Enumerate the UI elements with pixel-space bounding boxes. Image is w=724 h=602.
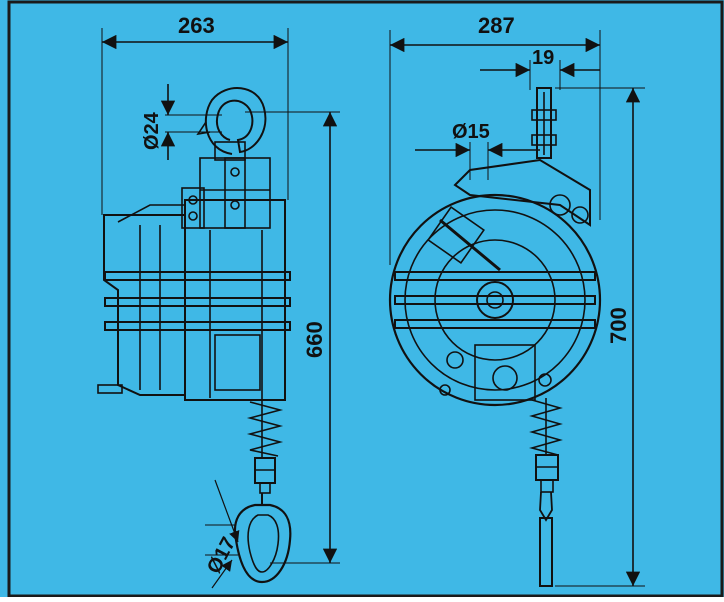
hook-dimension [160,84,222,160]
hole-diameter-label: Ø15 [452,121,490,143]
hook [196,87,267,161]
height-dimension-660 [245,111,340,564]
balancer-body [97,199,291,401]
side-width-label: 263 [178,13,215,38]
side-view [97,28,340,589]
hole-dimension [415,142,540,180]
side-height-label: 660 [302,321,327,358]
front-height-label: 700 [606,307,631,344]
height-dimension-700 [555,87,645,587]
width-dimension-263 [101,28,289,215]
width-dimension-287 [389,30,601,265]
front-view [388,30,645,587]
upper-bracket [181,157,271,229]
drum-body [388,158,602,407]
hook-diameter-label: Ø24 [141,111,163,150]
carabiner [205,479,292,589]
offset-dimension-19 [480,60,600,90]
front-offset-label: 19 [532,47,554,69]
suspension-eye [531,87,557,159]
front-width-label: 287 [478,13,515,38]
front-spring-cable [529,398,563,587]
spring-cable [246,398,284,494]
drawing-border [7,0,724,598]
